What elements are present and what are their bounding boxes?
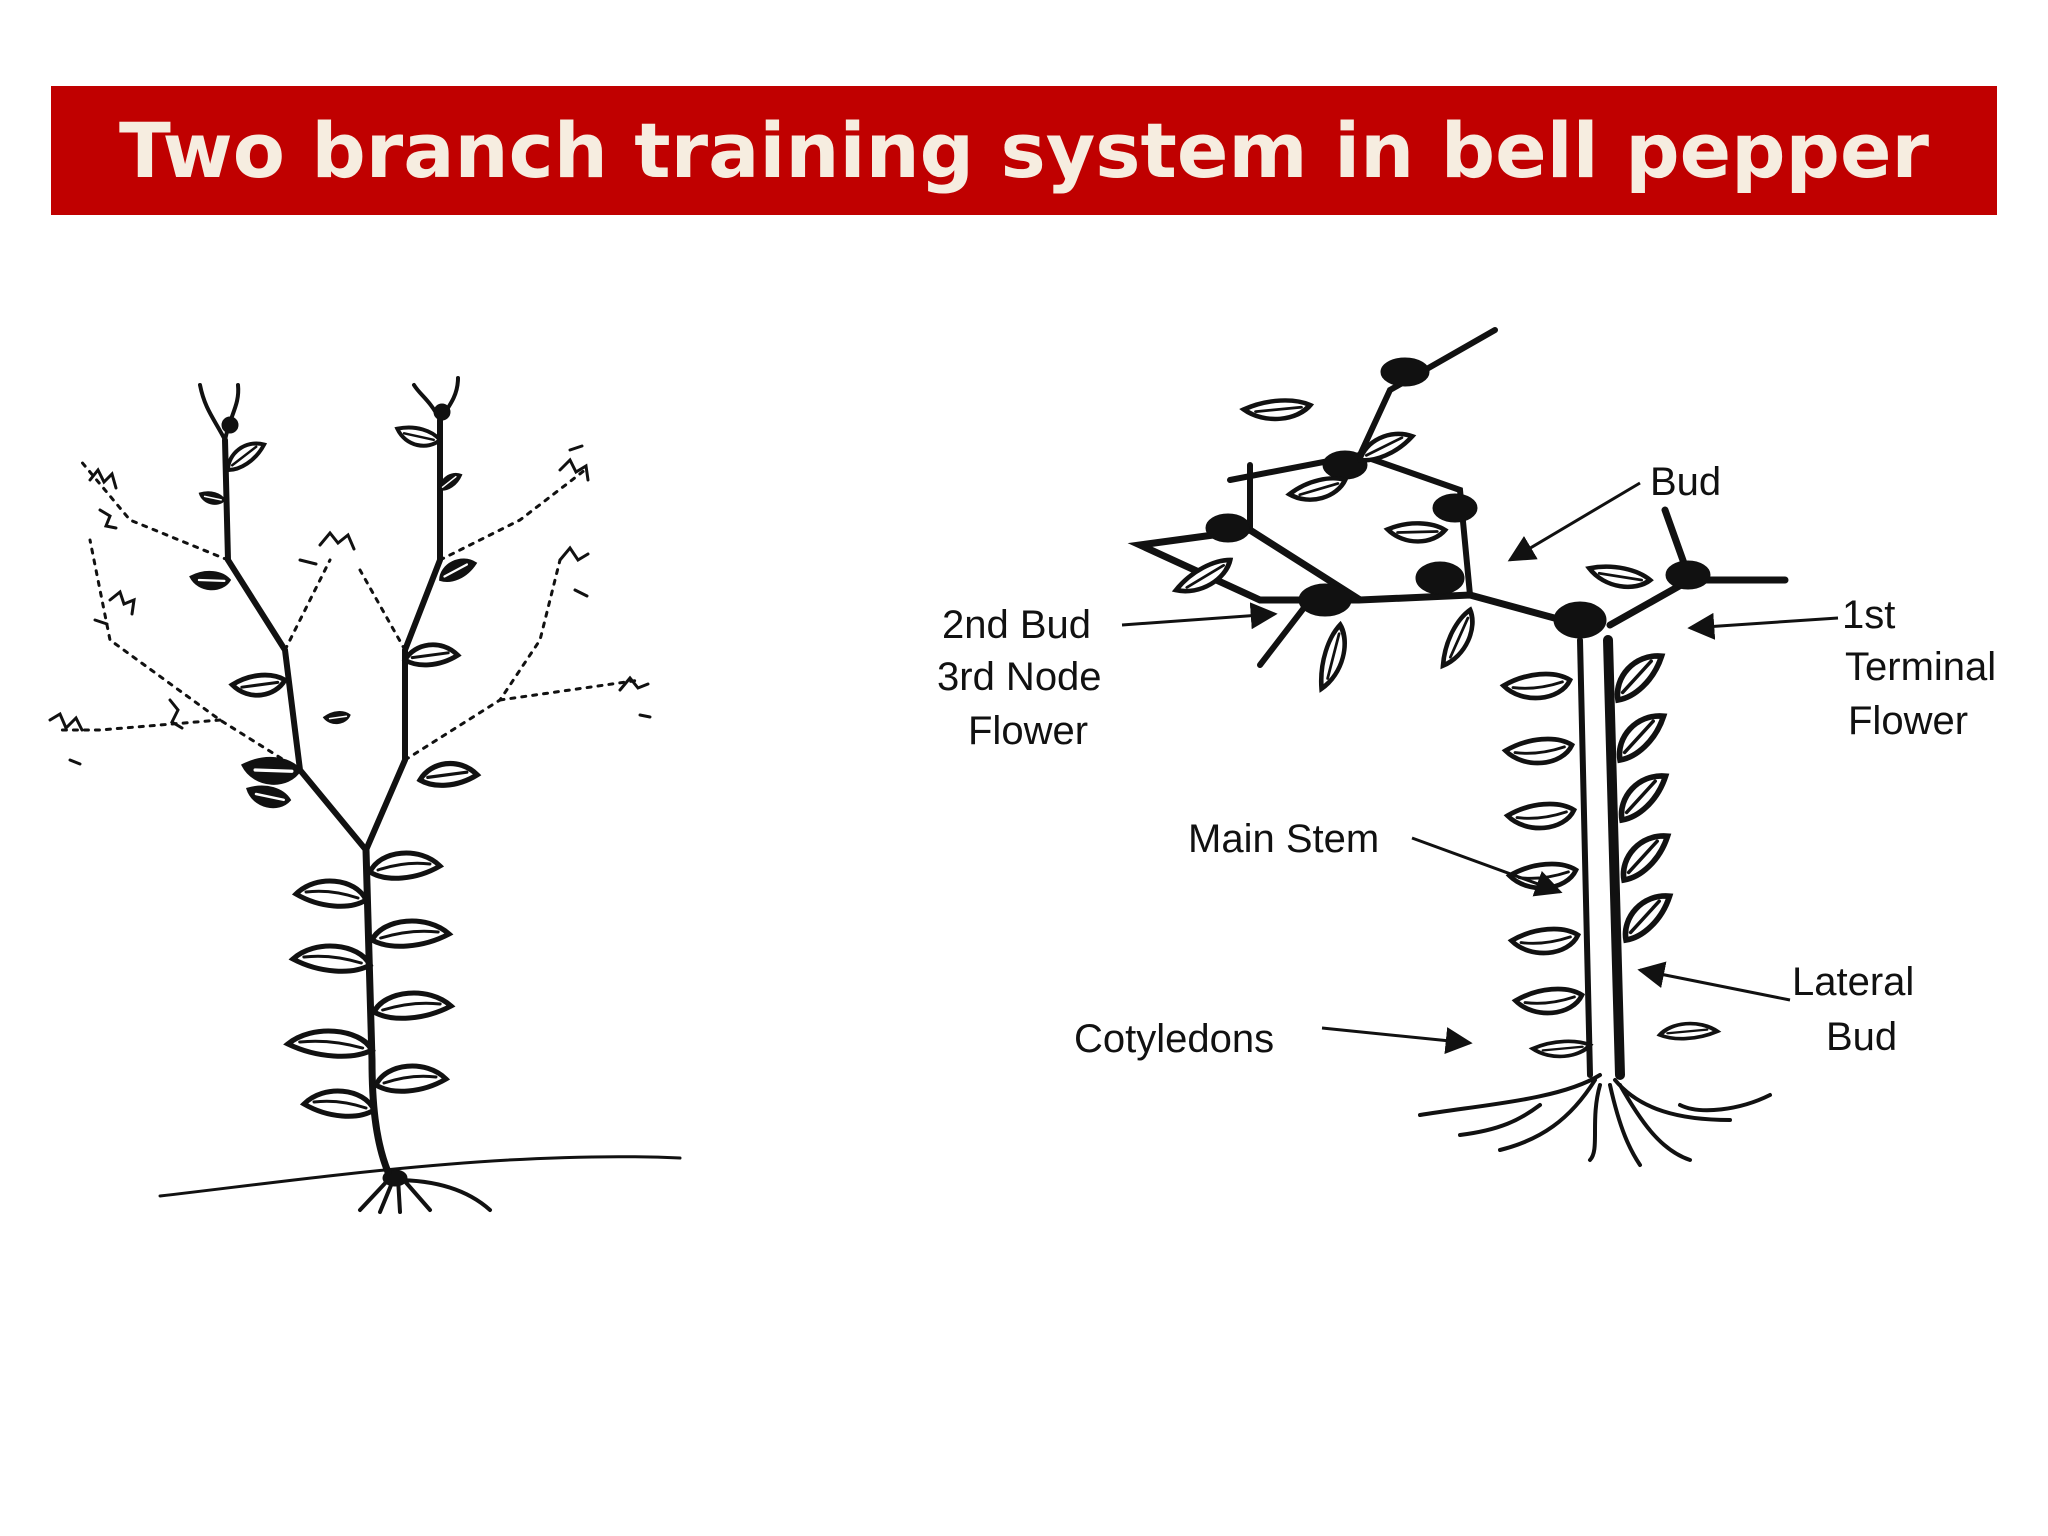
label-second-bud-line3: Flower <box>968 709 1088 753</box>
label-first-terminal-line1: 1st <box>1842 593 1895 637</box>
label-first-terminal-line3: Flower <box>1848 699 1968 743</box>
left-plant-illustration <box>48 376 682 1214</box>
label-first-terminal-line2: Terminal <box>1845 645 1996 689</box>
label-main-stem: Main Stem <box>1188 817 1379 861</box>
title-bar: Two branch training system in bell peppe… <box>51 86 1997 215</box>
right-plant-illustration <box>1127 327 1789 1167</box>
label-cotyledons: Cotyledons <box>1074 1017 1274 1061</box>
diagram-labels: Bud 2nd Bud 3rd Node Flower 1st Terminal… <box>937 460 1996 1061</box>
label-lateral-bud-line1: Lateral <box>1792 960 1914 1004</box>
label-second-bud-line1: 2nd Bud <box>942 603 1091 647</box>
label-bud: Bud <box>1650 460 1721 504</box>
label-lateral-bud-line2: Bud <box>1826 1015 1897 1059</box>
page-title: Two branch training system in bell peppe… <box>119 106 1929 195</box>
label-second-bud-line2: 3rd Node <box>937 655 1102 699</box>
